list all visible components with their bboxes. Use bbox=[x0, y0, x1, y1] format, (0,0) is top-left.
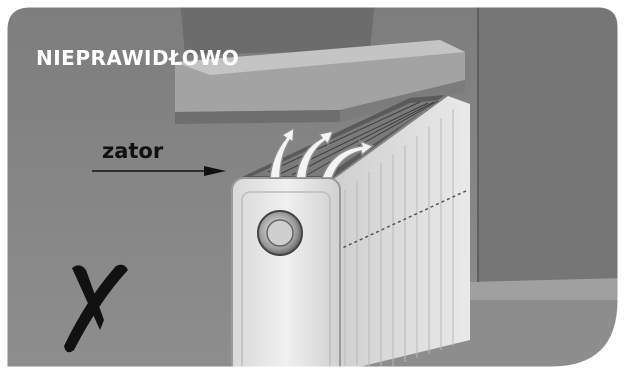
radiator-front bbox=[232, 178, 340, 374]
radiator-valve bbox=[258, 211, 302, 255]
incorrect-title: NIEPRAWIDŁOWO bbox=[36, 46, 239, 70]
blockage-label: zator bbox=[102, 139, 163, 163]
side-wall bbox=[478, 0, 625, 282]
